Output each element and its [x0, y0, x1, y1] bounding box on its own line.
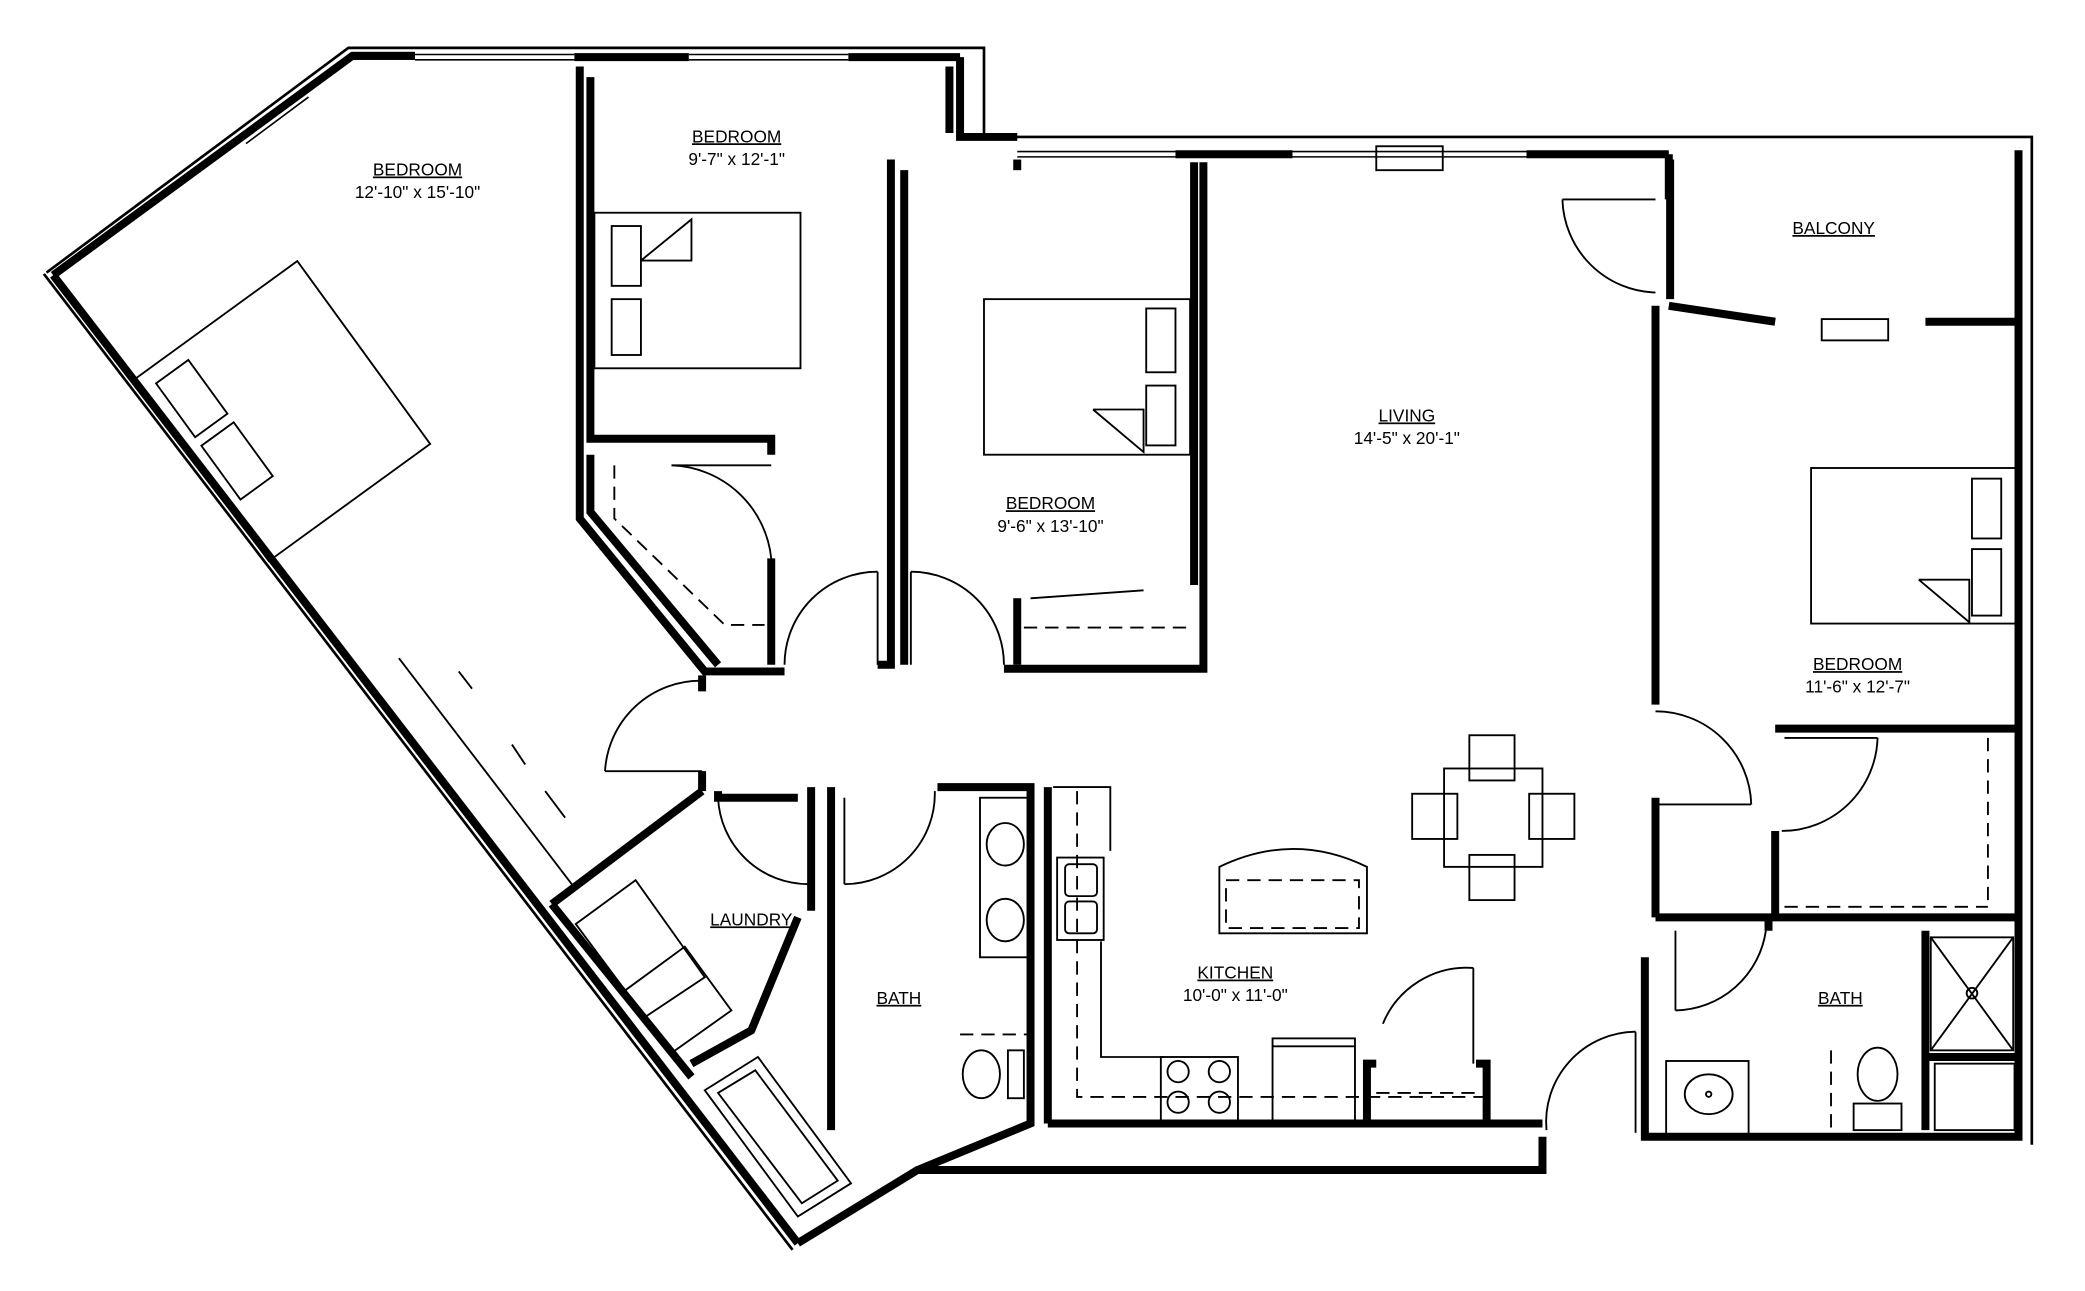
room-dims: 9'-7" x 12'-1": [688, 149, 785, 169]
room-labels: BEDROOM 12'-10" x 15'-10" BEDROOM 9'-7" …: [355, 126, 1910, 1008]
room-name: BATH: [877, 988, 922, 1008]
toilet: [960, 1033, 1031, 1100]
dining-table: [1411, 734, 1576, 902]
room-name: BEDROOM: [1006, 493, 1095, 513]
room-dims: 12'-10" x 15'-10": [355, 182, 480, 202]
room-name: BATH: [1818, 988, 1863, 1008]
room-dims: 14'-5" x 20'-1": [1354, 428, 1460, 448]
doors: [604, 198, 1879, 1133]
room-dims: 10'-0" x 11'-0": [1183, 985, 1288, 1005]
bathtub: [703, 1055, 853, 1218]
room-name: BEDROOM: [1813, 654, 1902, 674]
exterior-walls: [42, 46, 2034, 1251]
shower: [1929, 936, 2015, 1052]
window: [245, 53, 1527, 172]
room-dims: 11'-6" x 12'-7": [1805, 677, 1910, 697]
room-name: BALCONY: [1792, 218, 1875, 238]
closet-doors: [398, 657, 573, 885]
balcony-window: [1820, 318, 1890, 342]
vanity: [1665, 1060, 1750, 1136]
room-name: LAUNDRY: [710, 909, 793, 929]
bed-master: [134, 259, 432, 563]
closet-shelf: [613, 465, 765, 626]
kitchen-island: [1218, 848, 1368, 935]
bed: [1810, 467, 2019, 625]
bed: [593, 211, 802, 370]
room-dims: 9'-6" x 13'-10": [997, 516, 1103, 536]
room-name: KITCHEN: [1197, 963, 1273, 983]
interior-walls: [548, 66, 2022, 1174]
room-name: BEDROOM: [692, 126, 781, 146]
washer-dryer: [574, 878, 733, 1055]
linen-cabinet: [1933, 1062, 2016, 1132]
toilet: [1830, 1046, 1903, 1133]
room-name: BEDROOM: [373, 160, 462, 180]
vanity: [979, 796, 1029, 959]
room-name: LIVING: [1379, 405, 1436, 425]
kitchen-counter: [1053, 786, 1487, 1098]
refrigerator: [1271, 1037, 1356, 1125]
bed: [983, 298, 1192, 456]
stove: [1159, 1056, 1239, 1125]
